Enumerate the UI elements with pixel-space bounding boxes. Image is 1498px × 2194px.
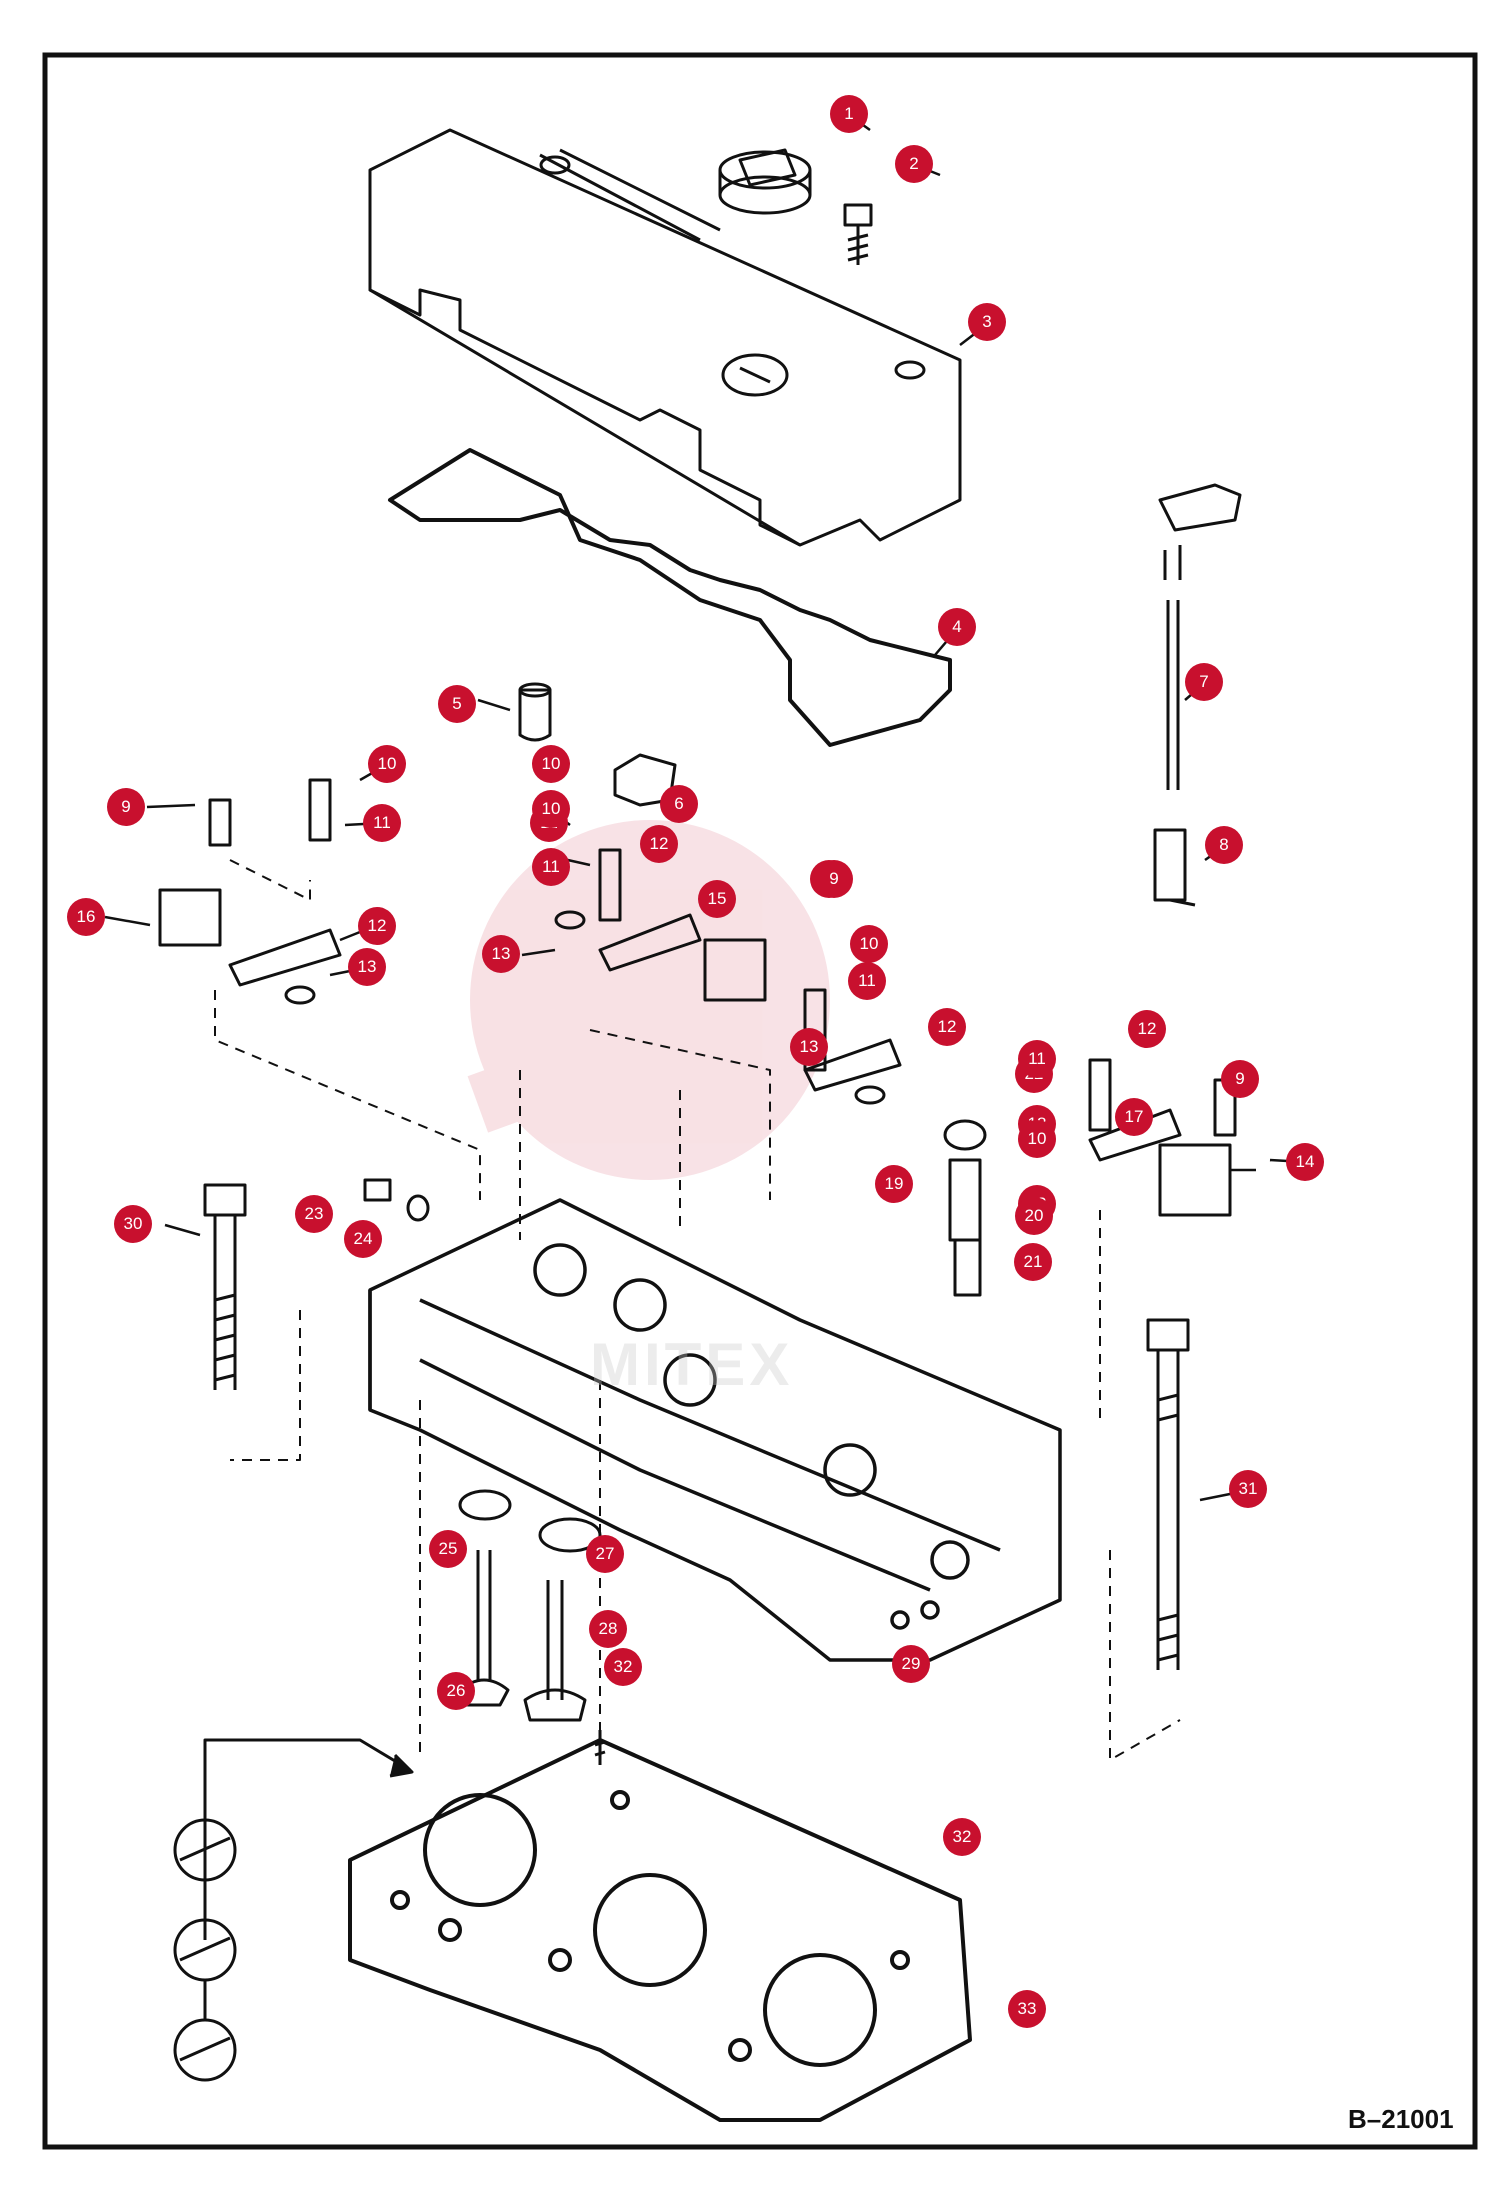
- drawing-code: B–21001: [1348, 2104, 1454, 2134]
- callout-19: 19: [875, 1165, 913, 1203]
- callout-20: 20: [1015, 1197, 1053, 1235]
- callout-33: 33: [1008, 1990, 1046, 2028]
- callout-23: 23: [295, 1195, 333, 1233]
- callout-11: 11: [532, 848, 570, 886]
- callout-28: 28: [589, 1610, 627, 1648]
- cover-bolt: [843, 203, 873, 265]
- plug-and-seal: [363, 1178, 430, 1222]
- callout-12: 12: [1128, 1010, 1166, 1048]
- callout-29: 29: [892, 1645, 930, 1683]
- diagram-border: [42, 52, 1478, 2150]
- callout-3: 3: [968, 303, 1006, 341]
- callout-9: 9: [815, 860, 853, 898]
- valves: [458, 1489, 602, 1722]
- dashed-guides: [214, 859, 1181, 1761]
- callout-1: 1: [830, 95, 868, 133]
- installation-arrow: [173, 1738, 414, 2082]
- watermark-gear: [467, 820, 830, 1180]
- callout-4: 4: [938, 608, 976, 646]
- callout-17: 17: [1115, 1098, 1153, 1136]
- callout-10: 10: [1018, 1120, 1056, 1158]
- callout-2: 2: [895, 145, 933, 183]
- callout-leaders: [104, 113, 1306, 1502]
- callout-7: 7: [1185, 663, 1223, 701]
- callout-24: 24: [344, 1220, 382, 1258]
- callout-10: 10: [532, 790, 570, 828]
- head-gasket: [348, 1738, 972, 2122]
- callout-11: 11: [848, 962, 886, 1000]
- callout-25: 25: [429, 1530, 467, 1568]
- cover-gasket: [388, 448, 952, 747]
- callout-9: 9: [107, 788, 145, 826]
- rocker-arms: [158, 778, 1237, 1297]
- callout-10: 10: [850, 925, 888, 963]
- callout-21: 21: [1014, 1243, 1052, 1281]
- oil-cap: [718, 148, 812, 215]
- callout-12: 12: [358, 907, 396, 945]
- callout-9: 9: [1221, 1060, 1259, 1098]
- cylinder-head: [368, 1198, 1062, 1662]
- callout-12: 12: [928, 1008, 966, 1046]
- callout-13: 13: [348, 948, 386, 986]
- callout-30: 30: [114, 1205, 152, 1243]
- callout-12: 12: [640, 825, 678, 863]
- head-bolt-right: [1146, 1318, 1190, 1670]
- callout-13: 13: [790, 1028, 828, 1066]
- callout-16: 16: [67, 898, 105, 936]
- cup-plug: [518, 682, 552, 742]
- callout-26: 26: [437, 1672, 475, 1710]
- callout-13: 13: [482, 935, 520, 973]
- small-screw: [594, 1730, 606, 1765]
- watermark-text: MITEX: [590, 1331, 794, 1398]
- callout-27: 27: [586, 1535, 624, 1573]
- callout-32: 32: [604, 1648, 642, 1686]
- callout-6: 6: [660, 785, 698, 823]
- callout-32: 32: [943, 1818, 981, 1856]
- callout-5: 5: [438, 685, 476, 723]
- valve-cover: [368, 128, 962, 547]
- callout-11: 11: [363, 804, 401, 842]
- callout-10: 10: [368, 745, 406, 783]
- push-rod-assembly: [1153, 483, 1242, 907]
- callout-15: 15: [698, 880, 736, 918]
- callout-14: 14: [1286, 1143, 1324, 1181]
- callout-8: 8: [1205, 826, 1243, 864]
- head-bolt-left: [203, 1183, 247, 1390]
- callout-11: 11: [1018, 1040, 1056, 1078]
- callout-31: 31: [1229, 1470, 1267, 1508]
- callout-10: 10: [532, 745, 570, 783]
